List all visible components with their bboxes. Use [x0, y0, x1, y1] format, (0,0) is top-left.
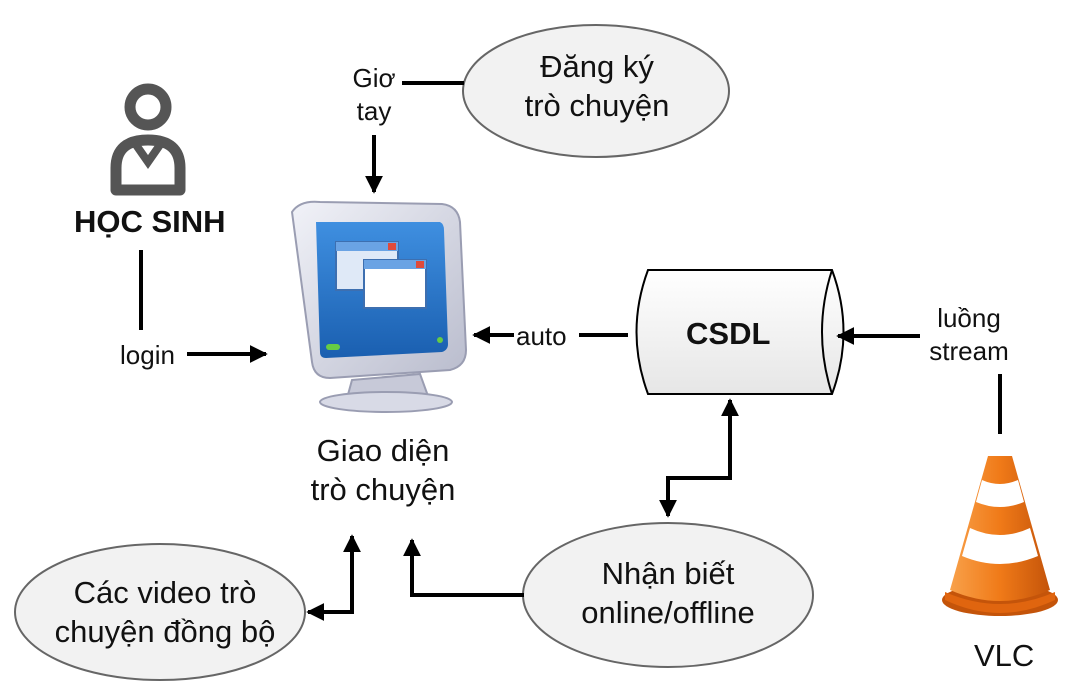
sync-videos-label-line-2: chuyện đồng bộ	[54, 613, 276, 649]
raise-hand-label-line-1: Giơ	[352, 63, 396, 93]
auto-label: auto	[516, 321, 567, 351]
vlc-cone-icon	[942, 456, 1058, 616]
database-cylinder	[635, 269, 845, 395]
vlc-label: VLC	[974, 638, 1035, 673]
register-chat-ellipse	[462, 24, 730, 158]
stream-label: luồng stream	[914, 302, 1024, 367]
sync-videos-label: Các video trò chuyện đồng bộ	[50, 574, 280, 652]
database-label: CSDL	[686, 316, 771, 351]
register-label-line-1: Đăng ký	[540, 49, 654, 84]
interface-label-line-2: trò chuyện	[310, 471, 456, 507]
online-to-interface-arrow	[403, 538, 524, 597]
computer-monitor-icon	[290, 200, 468, 413]
online-status-label: Nhận biết online/offline	[558, 555, 778, 633]
stream-label-line-1: luồng	[937, 303, 1001, 333]
register-label-line-2: trò chuyện	[524, 87, 670, 123]
student-icon	[110, 83, 186, 196]
student-label: HỌC SINH	[74, 204, 226, 239]
login-label: login	[120, 340, 175, 370]
online-status-label-line-2: online/offline	[581, 594, 755, 630]
online-status-label-line-1: Nhận biết	[601, 556, 735, 591]
raise-hand-label: Giơ tay	[344, 62, 404, 127]
interface-label-line-1: Giao diện	[316, 433, 450, 468]
sync-videos-ellipse	[14, 543, 306, 681]
stream-label-line-2: stream	[929, 335, 1009, 366]
interface-label: Giao diện trò chuyện	[283, 432, 483, 510]
sync-videos-label-line-1: Các video trò	[73, 575, 257, 610]
raise-hand-label-line-2: tay	[356, 95, 392, 126]
database-online-bidirectional-arrow	[659, 398, 739, 518]
interface-videos-bidirectional-arrow	[306, 534, 361, 621]
register-label: Đăng ký trò chuyện	[512, 48, 682, 126]
